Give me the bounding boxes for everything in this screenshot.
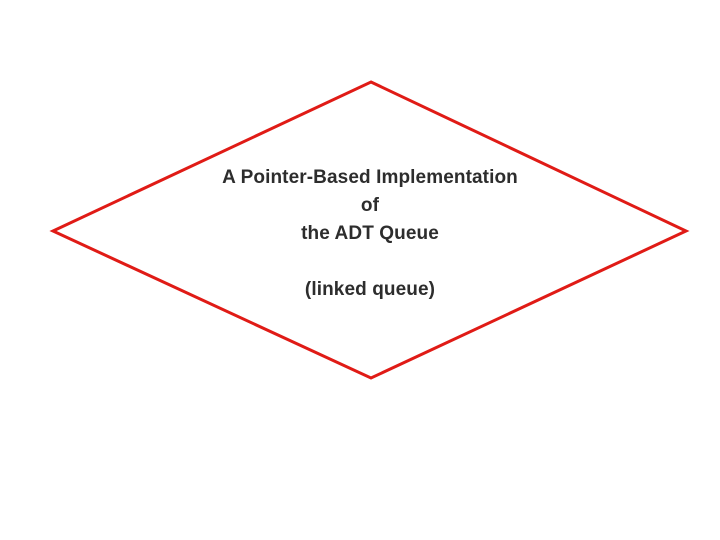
slide-subtitle: (linked queue) — [304, 279, 436, 300]
title-line-3: the ADT Queue — [301, 223, 439, 244]
title-line-2: of — [360, 195, 380, 216]
slide-title-block: A Pointer-Based Implementation of the AD… — [120, 164, 620, 304]
title-spacer — [120, 248, 620, 276]
title-line-1: A Pointer-Based Implementation — [222, 167, 518, 188]
